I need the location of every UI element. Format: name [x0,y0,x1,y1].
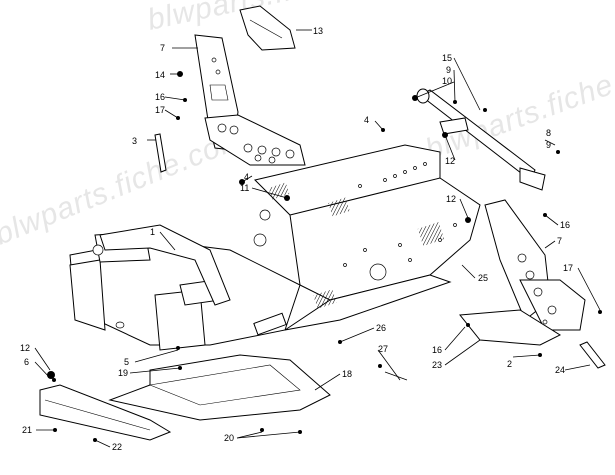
steering-cover-part-13 [239,5,296,51]
callout-1: 1 [150,227,155,237]
callout-12-frame: 12 [446,194,456,204]
callout-2: 2 [507,359,512,369]
callout-12-left: 12 [20,343,30,353]
callout-9-top: 9 [446,65,451,75]
callout-14: 14 [155,70,165,80]
callout-16-bottom: 16 [432,345,442,355]
callout-8: 8 [546,128,551,138]
callout-12-shaft: 12 [445,156,455,166]
callout-16-top: 16 [155,92,165,102]
cross-shaft-part-8 [416,88,546,191]
callout-15: 15 [442,53,452,63]
skid-plate-part-21 [39,384,172,441]
callout-27: 27 [378,344,388,354]
callout-23: 23 [432,360,442,370]
callout-25: 25 [478,273,488,283]
callout-4-right: 4 [364,115,369,125]
bumper-part-1 [99,224,231,306]
callout-11: 11 [240,183,249,193]
callout-17-top: 17 [155,105,165,115]
callout-26: 26 [376,323,386,333]
callout-17-right: 17 [563,263,573,273]
leader-lines [34,29,601,448]
callout-7-top: 7 [160,43,165,53]
callout-24: 24 [555,365,565,375]
callout-5: 5 [124,357,129,367]
callout-21: 21 [22,425,32,435]
callout-22: 22 [112,442,122,452]
callout-4-left: 4 [244,172,249,182]
callout-19: 19 [118,368,128,378]
front-frame-section [69,209,301,351]
callout-20: 20 [224,433,234,443]
callout-10: 10 [442,76,452,86]
callout-6: 6 [24,357,29,367]
bracket-part-23 [459,309,562,346]
main-tunnel-frame [254,144,481,331]
strap-part-24 [579,341,606,369]
callout-labels: 13 7 14 16 17 3 4 4 11 15 9 10 12 8 9 12… [20,26,573,452]
steering-support-bracket [194,34,306,166]
rod-part-3 [154,133,167,173]
belly-pan-part-18 [108,354,331,421]
callout-3: 3 [132,136,137,146]
callout-9-right: 9 [546,140,551,150]
callout-16-right: 16 [560,220,570,230]
callout-13: 13 [313,26,323,36]
callout-18: 18 [342,369,352,379]
callout-7-right: 7 [557,236,562,246]
side-gusset-part-7 [484,199,586,331]
